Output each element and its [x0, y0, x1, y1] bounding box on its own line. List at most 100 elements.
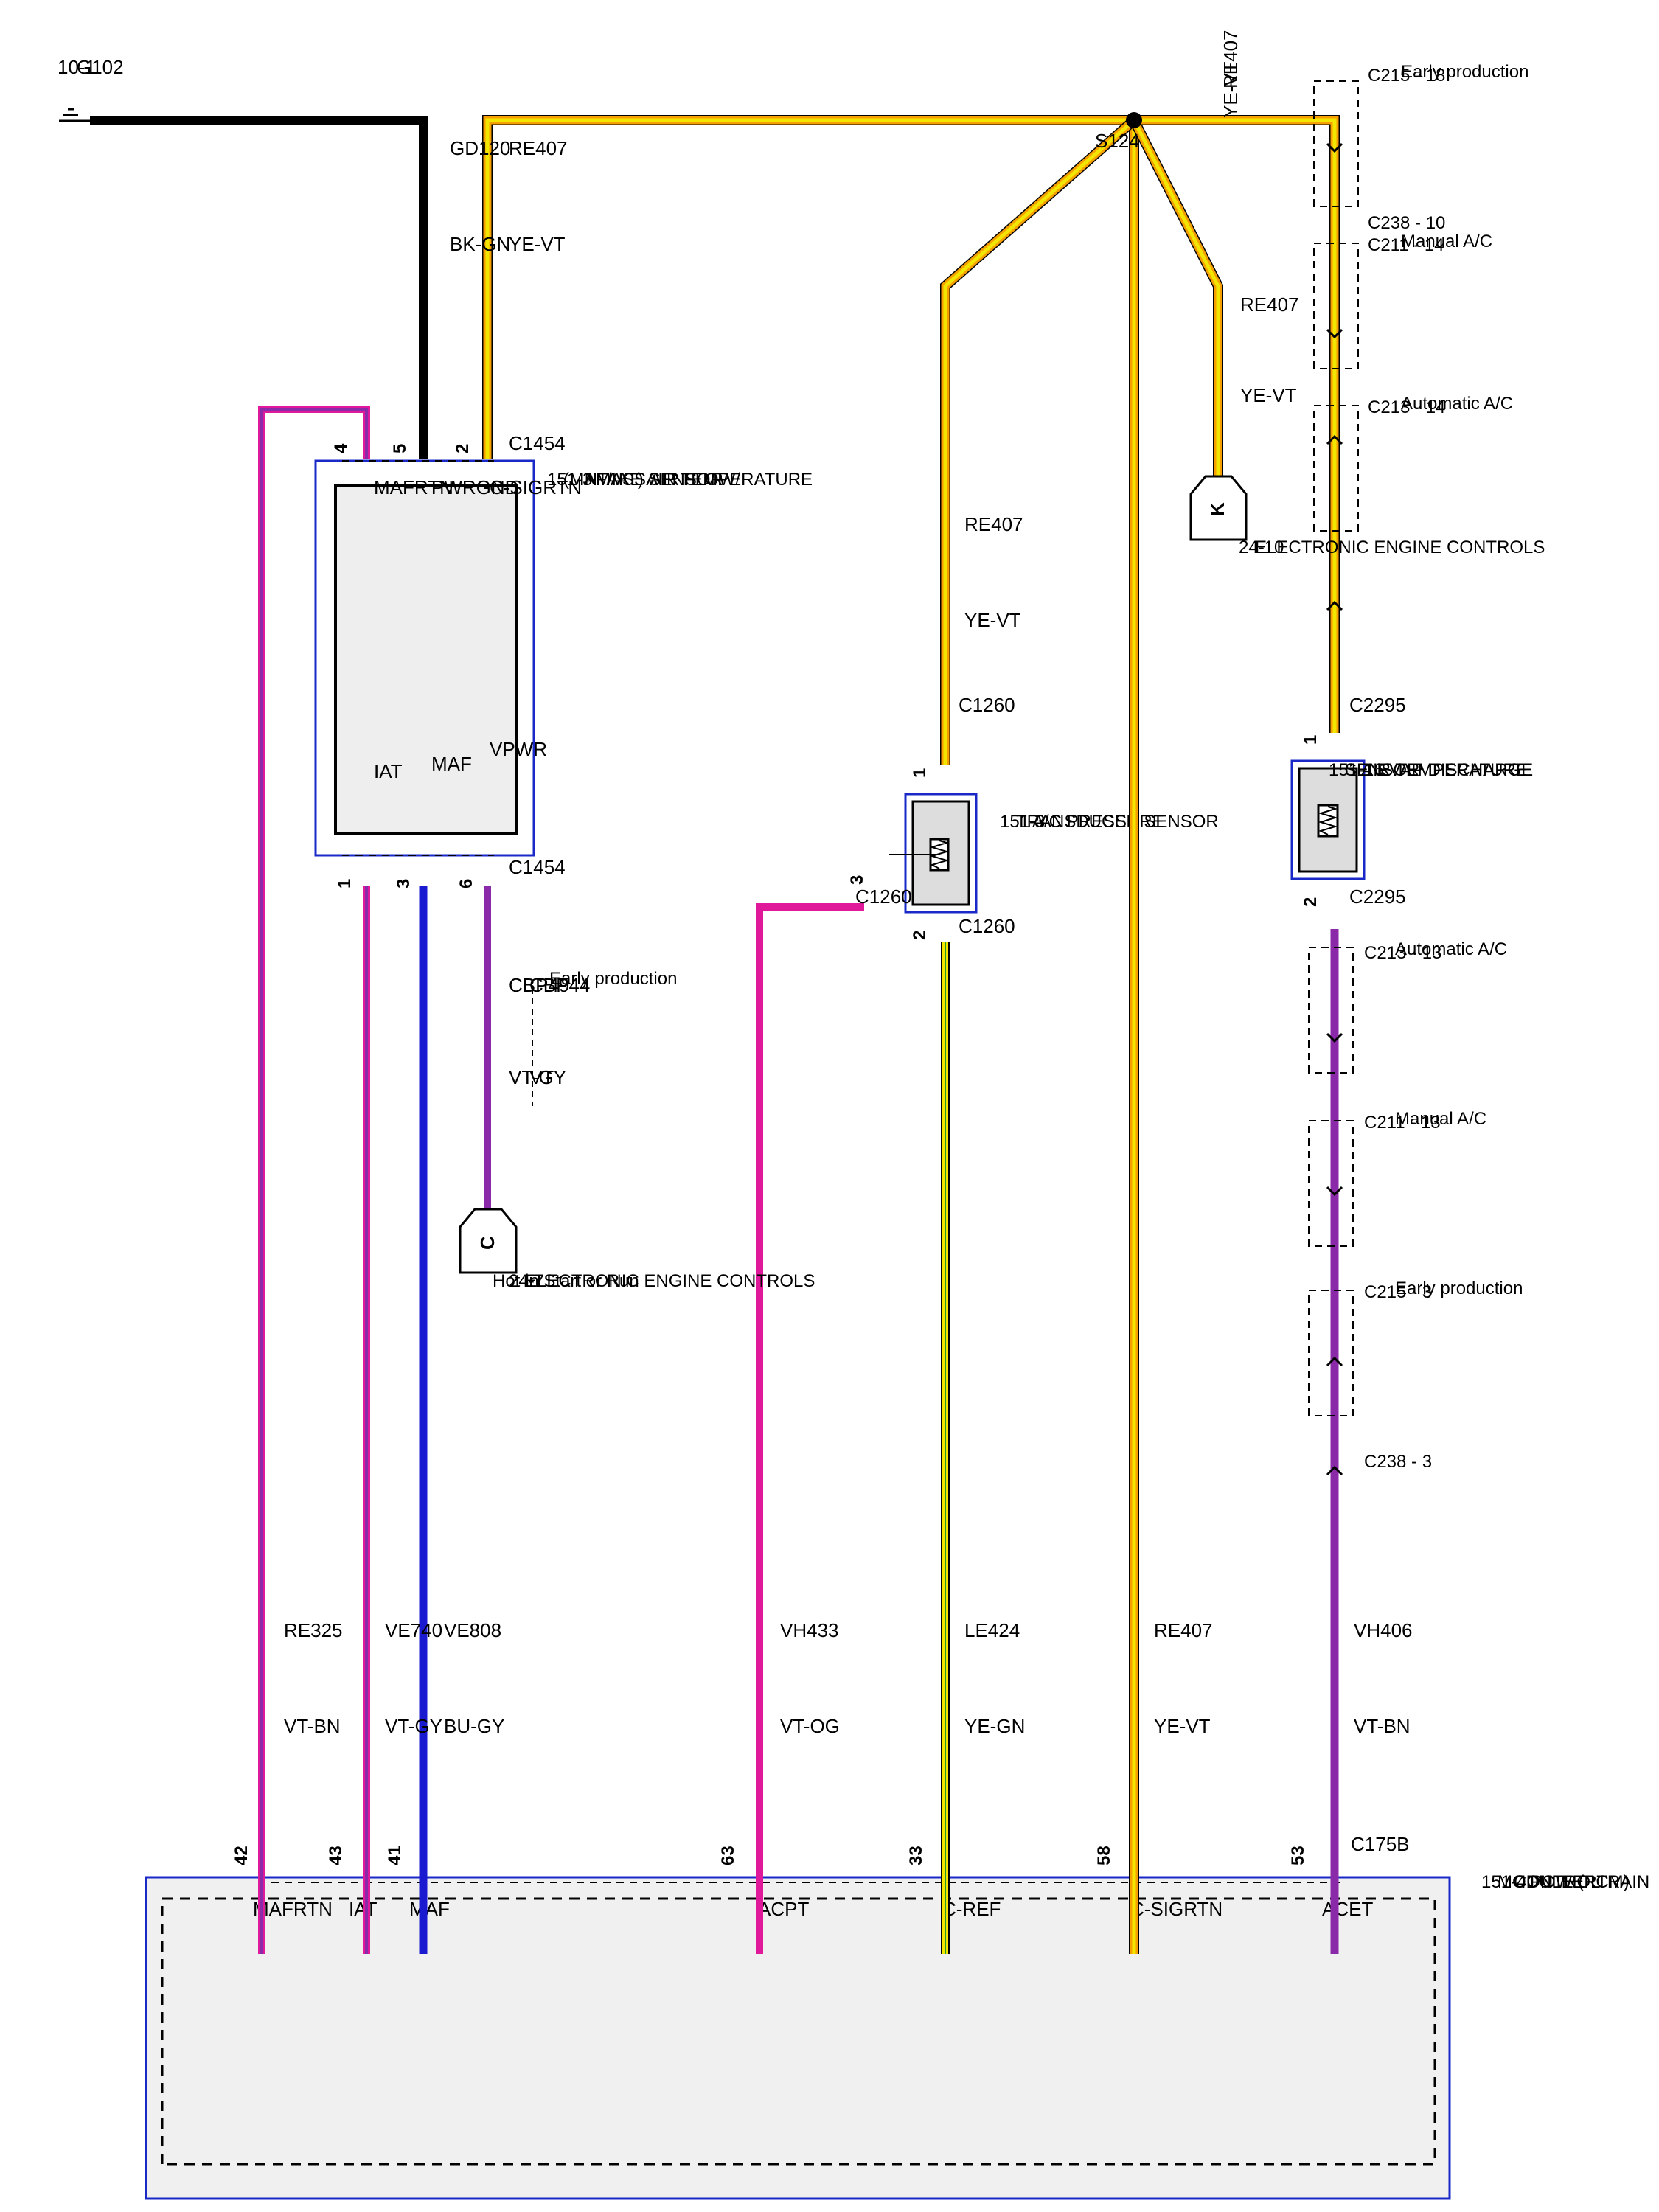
pcm-pin-num-58: 58 [1094, 1846, 1114, 1865]
pcm-module: MAFRTN IAT MAF ACPT C-REF C-SIGRTN ACET [145, 1876, 1451, 2200]
re407-k-code: RE407 [1240, 293, 1299, 316]
evap-pin1-conn: C2295 [1349, 694, 1406, 716]
maf-pin-label-vpwr: VPWR [490, 738, 547, 760]
pcm-pin-label-maf: MAF [409, 1898, 450, 1920]
pcm-pin-label-acet: ACET [1322, 1898, 1373, 1920]
cbp49-code: CBP49 [509, 974, 569, 996]
evap-sensor-resistor-zigzag [1318, 806, 1338, 835]
wire-re407-maf [482, 115, 1134, 459]
ve740-code: VE740 [385, 1619, 442, 1641]
offpage-c-ref: 24-7 [509, 1271, 544, 1291]
ac-sensor-name-line1: A/C PRESSURE [1032, 812, 1164, 832]
ground-label: G102 [77, 56, 124, 78]
maf-sensor-name-line2: INTAKE AIR TEMPERATURE [580, 470, 813, 490]
offpage-c-title: ELECTRONIC ENGINE CONTROLS [525, 1271, 815, 1291]
offpage-c-letter: C [476, 1236, 498, 1250]
maf-pin-num-6: 6 [456, 879, 476, 888]
maf-pin-num-5: 5 [390, 444, 410, 453]
maf-iat-sensor-body [334, 484, 518, 835]
le424-code: LE424 [964, 1619, 1020, 1641]
pcm-pin-label-csigrtn: C-SIGRTN [1130, 1898, 1222, 1920]
conn-c215-3: C215 - 3 [1364, 1282, 1432, 1302]
pcm-pin-num-41: 41 [385, 1846, 405, 1865]
cbp49-color: VT-GY [509, 1066, 566, 1088]
cbp44-color: VT [529, 1066, 554, 1088]
maf-sensor-name-line4: 151-3 [547, 470, 592, 490]
ve740-color: VT-GY [385, 1715, 442, 1737]
ac-sensor-name-line2: TRANSDUCER SENSOR [1016, 812, 1219, 832]
option-box-manual-bottom [1308, 1120, 1354, 1247]
vh406-color: VT-BN [1354, 1715, 1411, 1737]
wire-re407-ac [940, 116, 1138, 765]
offpage-c-note: Hot in Start or Run [493, 1271, 639, 1291]
conn-c215-18: C215 - 18 [1368, 66, 1445, 86]
evap-sensor-name-line3: SENSOR [1345, 760, 1419, 780]
maf-top-conn-label: C1454 [509, 432, 566, 454]
pcm-pin-num-53: 53 [1288, 1846, 1308, 1865]
vh406-code: VH406 [1354, 1619, 1413, 1641]
option-early-bottom: Early production [1395, 1279, 1523, 1298]
pcm-inner-dashed [161, 1897, 1436, 2166]
offpage-k-connector: K [1189, 475, 1248, 541]
wire-re407-evap [1134, 115, 1340, 733]
re407-k-color: YE-VT [1240, 384, 1297, 406]
maf-bottom-conn-label: C1454 [509, 856, 566, 878]
wire-gd120 [90, 116, 428, 459]
maf-pin-num-1: 1 [335, 879, 355, 888]
evap-chain-connector-arrows [1326, 142, 1343, 1476]
wire-vh433 [756, 903, 864, 1954]
maf-sensor-name-line1: MASS AIR FLOW/ [596, 470, 740, 490]
pcm-outline [145, 1876, 1451, 2200]
maf-pin-num-4: 4 [331, 443, 351, 453]
maf-pin-num-2: 2 [453, 444, 473, 453]
maf-pin-label-mafrtn: MAFRTN [374, 476, 453, 498]
maf-sensor-name-line3: (MAF/IAT) SENSOR [563, 470, 723, 490]
gd120-color: BK-GN [450, 233, 510, 255]
pcm-pin-num-42: 42 [232, 1846, 251, 1865]
maf-pin-label-maf: MAF [431, 753, 472, 775]
maf-iat-sensor: C-SIGRTN PWRGND MAFRTN VPWR MAF IAT [314, 459, 582, 857]
re407-maf-color: YE-VT [509, 233, 566, 255]
evap-sensor-name-line2: AIR TEMPERATURE [1361, 760, 1528, 780]
maf-pin-label-pwrgnd: PWRGND [431, 476, 518, 498]
vh433-code: VH433 [780, 1619, 839, 1641]
pcm-name-line1: POWERTRAIN [1530, 1872, 1649, 1892]
pcm-connector-label: C175B [1351, 1833, 1410, 1855]
ac-sensor-outline [904, 793, 978, 914]
re407-maf-code: RE407 [509, 137, 568, 159]
ve808-code: VE808 [444, 1619, 501, 1641]
pcm-name-line4: 151-4 [1481, 1872, 1526, 1892]
re407-pcm-code: RE407 [1154, 1619, 1213, 1641]
splice-label: S124 [1095, 130, 1140, 152]
ac-pin-num-3: 3 [847, 875, 867, 885]
ac-pin-num-2: 2 [910, 931, 930, 940]
offpage-k-ref: 24-10 [1239, 538, 1284, 557]
maf-pin-label-iat: IAT [374, 760, 403, 782]
ground-icon [59, 108, 90, 122]
maf-pin-label-csigrtn: C-SIGRTN [490, 476, 582, 498]
re407-wires [482, 115, 1340, 1954]
le424-color: YE-GN [964, 1715, 1025, 1737]
option-manual-bottom: Manual A/C [1395, 1109, 1486, 1129]
offpage-k-letter: K [1206, 502, 1228, 516]
option-box-manual-top [1313, 243, 1359, 369]
evap-sensor-name-line1: EVAP DISCHARGE [1377, 760, 1533, 780]
option-auto-top: Automatic A/C [1401, 394, 1513, 414]
option-box-auto-top [1313, 405, 1359, 532]
re407-ac-color: YE-VT [964, 609, 1021, 631]
evap-pin-num-2: 2 [1301, 897, 1321, 907]
option-early-top: Early production [1401, 62, 1528, 82]
option-box-auto-bottom [1308, 947, 1354, 1074]
conn-c211-13: C211 - 13 [1364, 1113, 1441, 1133]
offpage-c-connector: C [459, 1208, 518, 1274]
maf-pin-num-3: 3 [394, 879, 414, 888]
evap-discharge-sensor [1290, 759, 1366, 880]
re407-pcm-color: YE-VT [1154, 1715, 1211, 1737]
pcm-name-line3: MODULE (PCM) [1498, 1872, 1630, 1892]
pcm-pin-label-acpt: ACPT [758, 1898, 809, 1920]
pcm-pin-label-cref: C-REF [942, 1898, 1001, 1920]
ground-ref: 10-1 [58, 56, 96, 78]
pcm-pin-num-63: 63 [718, 1846, 738, 1865]
